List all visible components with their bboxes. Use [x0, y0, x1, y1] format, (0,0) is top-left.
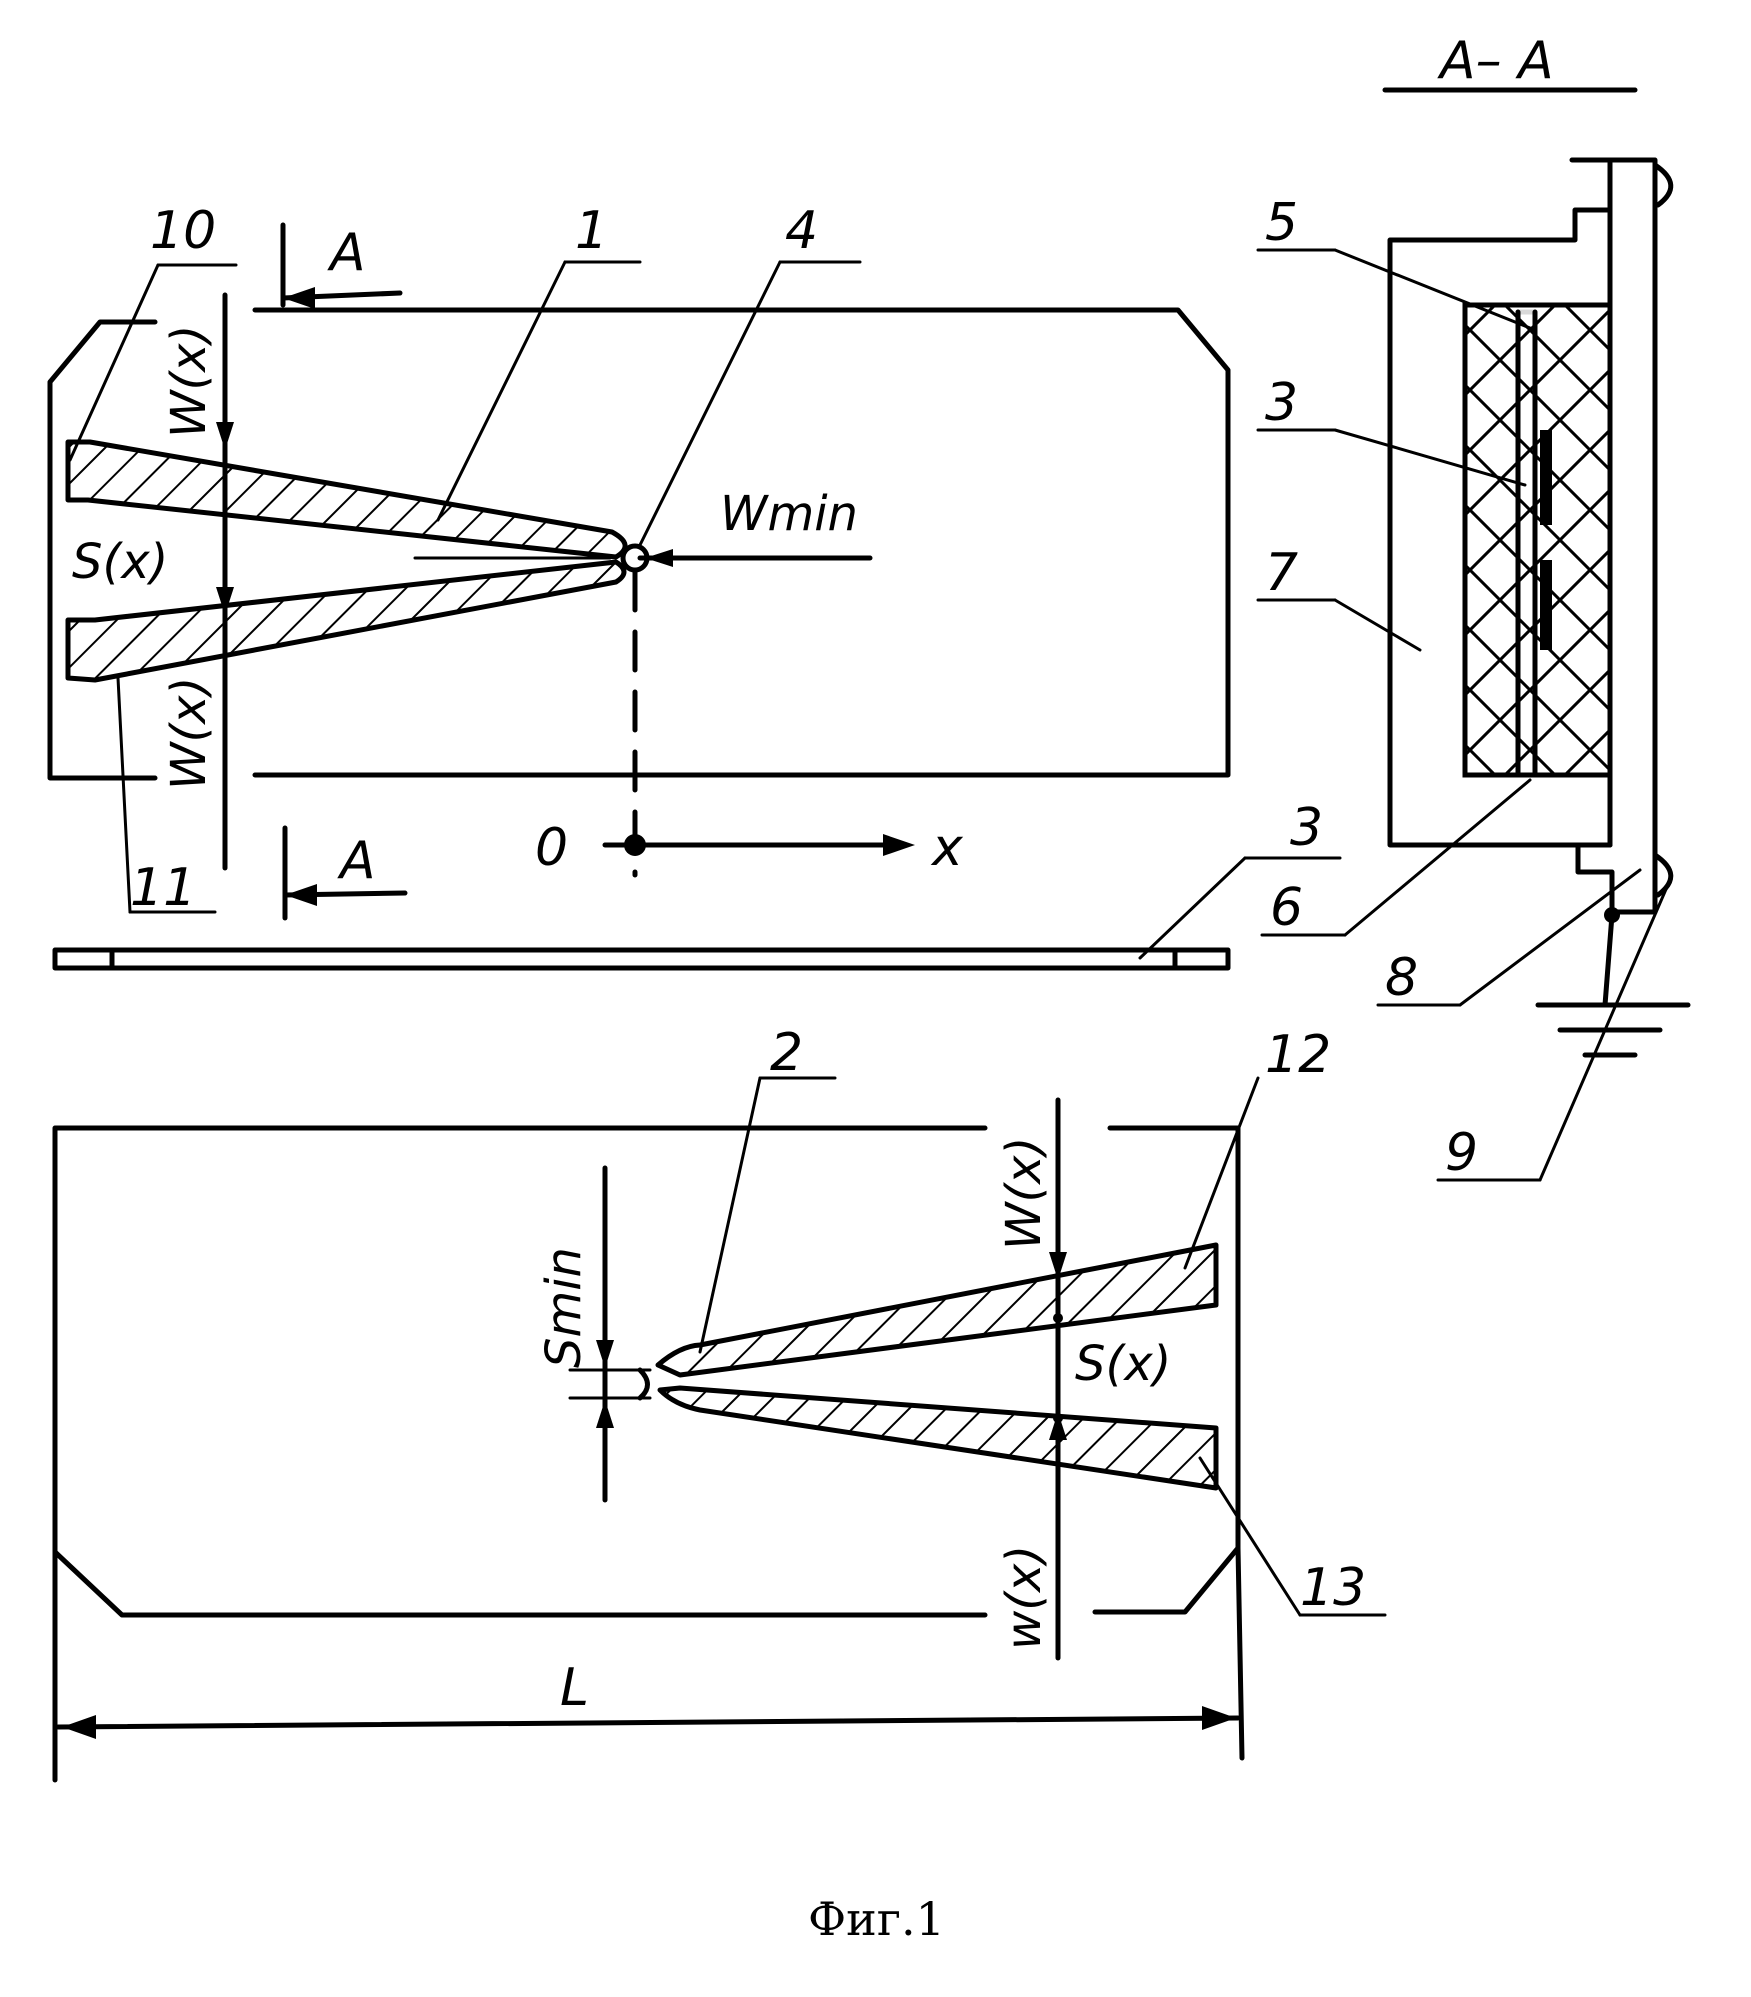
- origin-label: 0: [535, 818, 568, 878]
- label-3-section: 3: [1265, 373, 1298, 433]
- label-3-side: 3: [1290, 798, 1323, 858]
- dim-w-bottom: W(x): [996, 1137, 1052, 1250]
- section-title: A– A: [1437, 31, 1554, 91]
- label-7: 7: [1265, 543, 1298, 603]
- figure-caption: Фиг.1: [808, 1892, 945, 1946]
- label-12: 12: [1265, 1025, 1331, 1085]
- label-6: 6: [1270, 878, 1303, 938]
- strip-3-side: [55, 858, 1340, 968]
- label-10: 10: [150, 201, 216, 261]
- dim-s-bottom: S(x): [1075, 1336, 1171, 1392]
- label-5: 5: [1265, 193, 1298, 253]
- section-mark-label-bottom: A: [337, 831, 376, 891]
- label-8: 8: [1385, 948, 1418, 1008]
- x-axis-label: x: [930, 818, 964, 878]
- label-1: 1: [575, 201, 608, 261]
- labels: A– A A A 10 1 4 11 3 2 12 13 5 3 7 6 8 9…: [72, 31, 1554, 1946]
- section-mark-label-top: A: [327, 223, 366, 283]
- dim-w-top: W(x): [161, 325, 217, 438]
- length-dimension: [58, 1718, 1238, 1727]
- label-11: 11: [130, 858, 196, 918]
- label-4: 4: [785, 201, 818, 261]
- top-plate: [50, 225, 1228, 918]
- dim-w-bottom-lower: w(x): [996, 1545, 1052, 1650]
- label-2: 2: [770, 1023, 803, 1083]
- length-label: L: [560, 1658, 589, 1718]
- bottom-plate: [55, 1078, 1385, 1780]
- dim-wmin: Wmin: [720, 486, 858, 542]
- ground-wire: [1605, 915, 1612, 1005]
- label-9: 9: [1445, 1123, 1478, 1183]
- section-view-a-a: [1258, 90, 1688, 1180]
- label-13: 13: [1300, 1558, 1366, 1618]
- dim-w-lower: W(x): [161, 677, 217, 790]
- dim-smin: Smin: [536, 1247, 592, 1368]
- dim-s-top: S(x): [72, 534, 168, 590]
- strip-2-lower: [660, 1388, 1216, 1488]
